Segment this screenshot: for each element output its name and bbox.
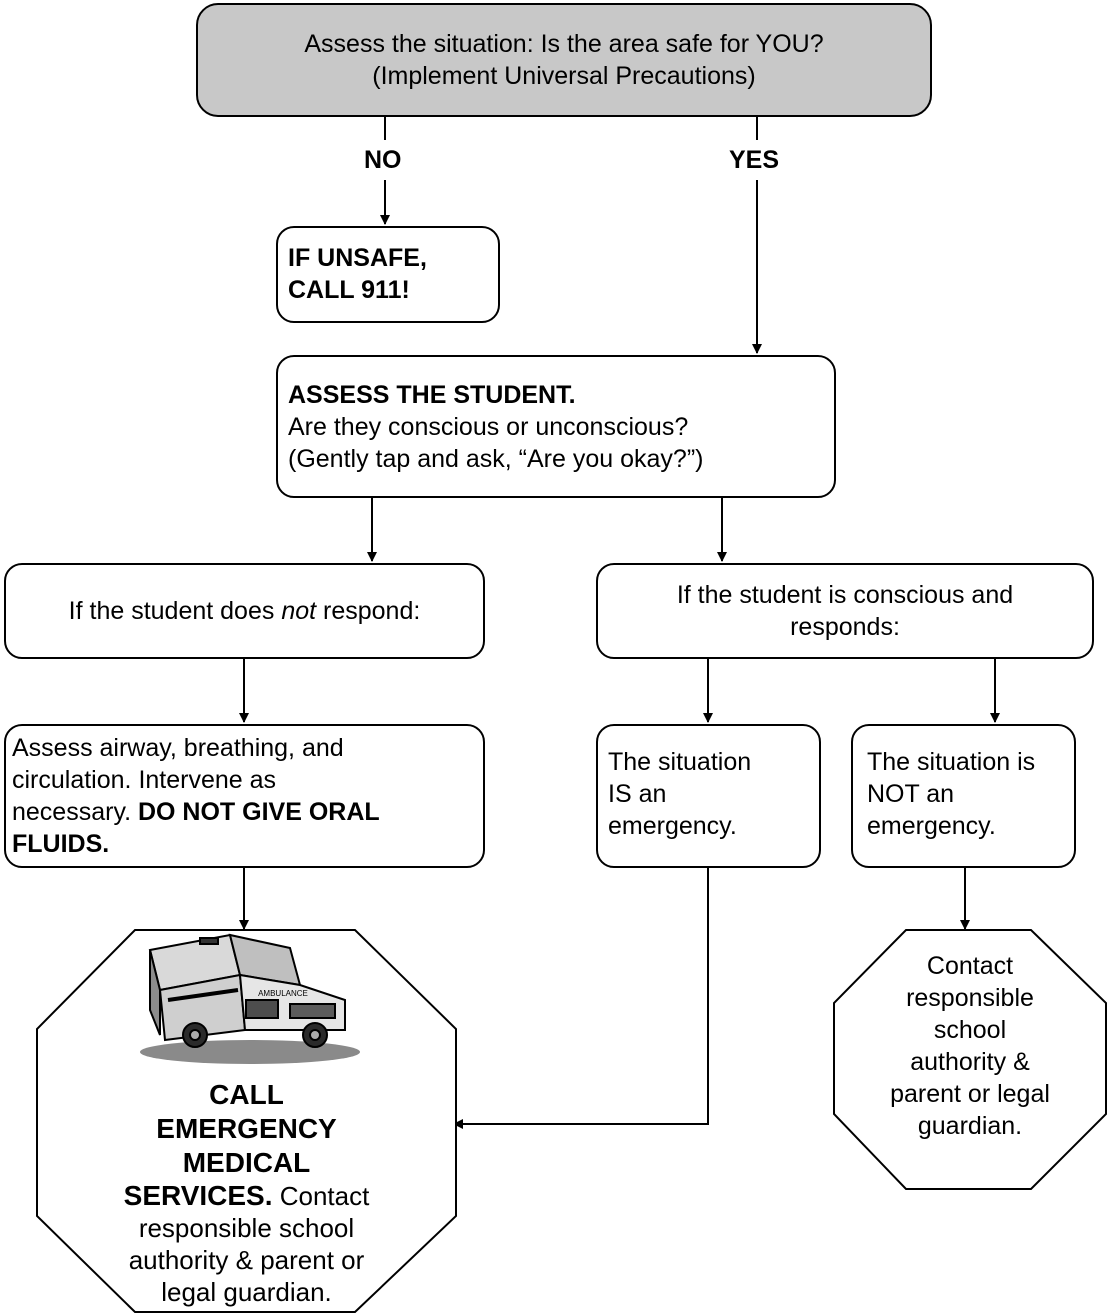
assess-student-instruction: (Gently tap and ask, “Are you okay?”) [288, 445, 704, 473]
is-emergency-line3: emergency. [608, 812, 737, 840]
call-ems-line3: MEDICAL [182, 1147, 311, 1178]
assess-situation-line2: (Implement Universal Precautions) [372, 62, 756, 90]
call-ems-line2: EMERGENCY [156, 1113, 337, 1144]
call-ems-line5: responsible school [138, 1213, 355, 1243]
unsafe-line2: CALL 911! [288, 276, 410, 304]
contact-text: Contact responsible school authority & p… [834, 950, 1106, 1142]
call-ems-text: CALL EMERGENCY MEDICAL SERVICES. Contact… [37, 1078, 456, 1308]
not-emergency-box: The situation is NOT an emergency. [851, 724, 1076, 868]
unsafe-line1: IF UNSAFE, [288, 244, 427, 272]
contact-octagon [833, 929, 1107, 1190]
airway-box: Assess airway, breathing, and circulatio… [4, 724, 485, 868]
no-response-text: If the student does not respond: [68, 597, 421, 625]
ambulance-marking: AMBULANCE [258, 989, 308, 998]
is-emergency-line1: The situation [608, 748, 752, 776]
contact-line6: guardian. [917, 1112, 1023, 1140]
assess-student-question: Are they conscious or unconscious? [288, 413, 689, 441]
call-ems-line6: authority & parent or [128, 1245, 365, 1275]
unsafe-box: IF UNSAFE, CALL 911! [276, 226, 500, 323]
is-emergency-line2: IS an [608, 780, 667, 808]
contact-line3: school [933, 1016, 1007, 1044]
assess-situation-line1: Assess the situation: Is the area safe f… [304, 30, 824, 58]
call-ems-line7: legal guardian. [161, 1277, 332, 1307]
airway-line2: circulation. Intervene as [12, 766, 277, 794]
airway-line1: Assess airway, breathing, and [12, 734, 344, 762]
assess-student-box: ASSESS THE STUDENT. Are they conscious o… [276, 355, 836, 498]
call-ems-line4: SERVICES. Contact [123, 1180, 370, 1211]
contact-line4: authority & [910, 1048, 1030, 1076]
responds-box: If the student is conscious and responds… [596, 563, 1094, 659]
is-emergency-box: The situation IS an emergency. [596, 724, 821, 868]
responds-line1: If the student is conscious and [676, 581, 1014, 609]
no-label: NO [364, 146, 402, 174]
airway-line4: FLUIDS. [12, 830, 110, 858]
assess-situation-box: Assess the situation: Is the area safe f… [196, 3, 932, 117]
assess-student-title: ASSESS THE STUDENT. [288, 381, 576, 409]
contact-line1: Contact [926, 952, 1014, 980]
ambulance-icon [140, 933, 360, 1064]
contact-line2: responsible [906, 984, 1034, 1012]
contact-line5: parent or legal [890, 1080, 1050, 1108]
not-emergency-line2: NOT an [867, 780, 955, 808]
call-ems-line1: CALL [209, 1079, 284, 1110]
not-emergency-line3: emergency. [867, 812, 996, 840]
responds-line2: responds: [790, 613, 900, 641]
call-ems-octagon [36, 929, 457, 1313]
not-emergency-line1: The situation is [867, 748, 1036, 776]
arrow-emergency-to-ems [453, 867, 709, 1129]
yes-label: YES [729, 146, 780, 174]
no-response-box: If the student does not respond: [4, 563, 485, 659]
airway-line3: necessary. DO NOT GIVE ORAL [12, 798, 380, 826]
